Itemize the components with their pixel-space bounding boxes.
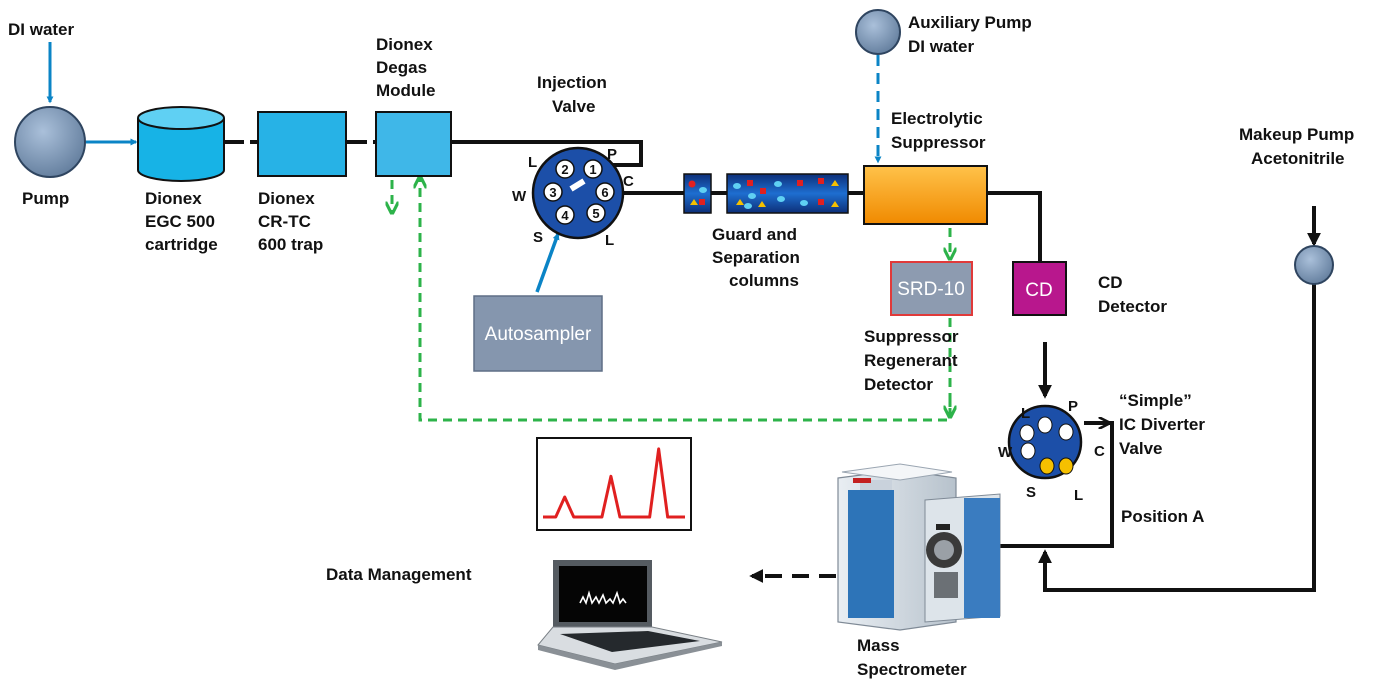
- egc-label-line-3: cartridge: [145, 235, 218, 254]
- makeup-pump-label-line-2: Acetonitrile: [1251, 149, 1345, 168]
- cd-detector-box: [1012, 261, 1067, 316]
- pump-icon: [14, 106, 86, 178]
- injection-valve-icon: [531, 146, 625, 240]
- valve-label-s: S: [533, 229, 543, 246]
- valve-port-6: 6: [601, 185, 608, 200]
- laptop-icon: [537, 560, 723, 670]
- degas-label-line-1: Dionex: [376, 35, 433, 54]
- valve-label-w: W: [512, 188, 527, 205]
- srd-label-line-2: Regenerant: [864, 351, 958, 370]
- di-water-label: DI water: [8, 20, 75, 39]
- diverter-label-p: P: [1068, 398, 1078, 415]
- cd-box-label: CD: [1025, 280, 1052, 301]
- injection-valve-label-line-2: Valve: [552, 97, 596, 116]
- valve-label-l-bottom: L: [605, 232, 614, 249]
- flow-lines: [224, 140, 1321, 592]
- guard-column-icon: [683, 173, 712, 214]
- degas-label-line-3: Module: [376, 81, 436, 100]
- position-a-label: Position A: [1121, 507, 1204, 526]
- chromatogram-icon: [536, 437, 692, 531]
- diverter-label-line-3: Valve: [1119, 439, 1163, 458]
- guard-sep-label-line-2: Separation: [712, 248, 800, 267]
- diverter-label-line-2: IC Diverter: [1119, 415, 1205, 434]
- valve-label-l-top: L: [528, 154, 537, 171]
- autosampler-to-valve-arrow: [535, 232, 560, 293]
- injection-valve-label-line-1: Injection: [537, 73, 607, 92]
- valve-label-p: P: [607, 146, 617, 163]
- diverter-label-c: C: [1094, 443, 1105, 460]
- srd-box: [890, 261, 973, 316]
- diverter-label-line-1: “Simple”: [1119, 391, 1192, 410]
- crtc-label-line-3: 600 trap: [258, 235, 323, 254]
- diverter-label-l-top: L: [1021, 405, 1030, 422]
- makeup-pump-label-line-1: Makeup Pump: [1239, 125, 1354, 144]
- cd-detector-label-line-1: CD: [1098, 273, 1123, 292]
- separation-column-icon: [726, 173, 849, 214]
- mass-spectrometer-icon: [837, 463, 1001, 631]
- mass-spec-label-line-2: Spectrometer: [857, 660, 967, 679]
- valve-label-c: C: [623, 173, 634, 190]
- valve-port-5: 5: [592, 206, 599, 221]
- regenerant-lines: [392, 178, 950, 422]
- mass-spec-label-line-1: Mass: [857, 636, 900, 655]
- chromatogram-trace: [543, 447, 685, 519]
- srd-box-label: SRD-10: [897, 279, 965, 300]
- degas-label-line-2: Degas: [376, 58, 427, 77]
- diverter-label-w: W: [998, 444, 1013, 461]
- guard-sep-label-line-3: columns: [729, 271, 799, 290]
- electrolytic-suppressor-icon: [863, 165, 988, 225]
- pump-label: Pump: [22, 189, 69, 208]
- egc-label-line-2: EGC 500: [145, 212, 215, 231]
- auxiliary-pump-icon: [855, 9, 901, 55]
- egc-label-line-1: Dionex: [145, 189, 202, 208]
- crtc-label-line-1: Dionex: [258, 189, 315, 208]
- suppressor-label-line-1: Electrolytic: [891, 109, 983, 128]
- degas-module-icon: [375, 111, 452, 177]
- egc-cartridge-icon: [137, 106, 225, 182]
- srd-label-line-3: Detector: [864, 375, 933, 394]
- cd-detector-label-line-2: Detector: [1098, 297, 1167, 316]
- aux-pump-label-line-1: Auxiliary Pump: [908, 13, 1032, 32]
- diverter-label-s: S: [1026, 484, 1036, 501]
- aux-pump-label-line-2: DI water: [908, 37, 975, 56]
- diverter-label-l-bottom: L: [1074, 487, 1083, 504]
- diverter-valve-icon: [1007, 404, 1083, 480]
- crtc-trap-icon: [257, 111, 347, 177]
- crtc-label-line-2: CR-TC: [258, 212, 311, 231]
- valve-port-1: 1: [589, 162, 596, 177]
- autosampler-label: Autosampler: [485, 324, 592, 345]
- suppressor-label-line-2: Suppressor: [891, 133, 986, 152]
- valve-port-4: 4: [561, 208, 569, 223]
- valve-port-2: 2: [561, 162, 568, 177]
- makeup-pump-icon: [1294, 245, 1334, 285]
- guard-sep-label-line-1: Guard and: [712, 225, 797, 244]
- autosampler-box: [473, 295, 603, 372]
- valve-port-3: 3: [549, 185, 556, 200]
- srd-label-line-1: Suppressor: [864, 327, 959, 346]
- data-management-label: Data Management: [326, 565, 472, 584]
